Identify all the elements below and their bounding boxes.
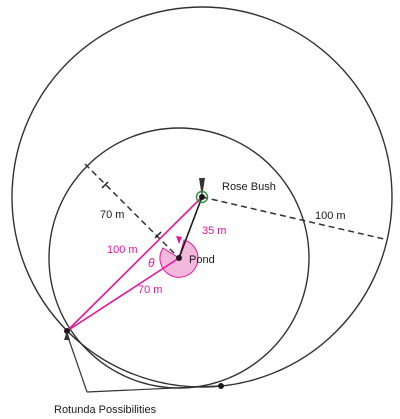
rotunda-pointer-arrow-icon (64, 331, 70, 340)
rotunda-pointer-2 (86, 385, 219, 393)
segment-rotunda-pond (66, 257, 180, 332)
pond-point (176, 255, 182, 261)
label-rotunda: Rotunda Possibilities (54, 404, 157, 416)
label-radius-70m: 70 m (100, 209, 124, 221)
tick-mark (154, 231, 162, 239)
label-100m-pink: 100 m (107, 244, 138, 256)
large-radius-dashed (201, 196, 385, 240)
label-radius-100m: 100 m (315, 210, 346, 222)
rose-bush-point (199, 194, 205, 200)
angle-arrow-icon (176, 236, 182, 244)
segment-rotunda-rose (66, 196, 203, 332)
rose-bush-ring (195, 190, 209, 204)
label-35m: 35 m (202, 225, 226, 237)
tick-mark (101, 181, 109, 189)
label-pond: Pond (189, 254, 215, 266)
rose-bush-arrow-icon (199, 178, 205, 197)
label-70m-pink: 70 m (138, 284, 162, 296)
rotunda-pointer-1 (66, 333, 88, 393)
label-rose-bush: Rose Bush (222, 181, 276, 193)
rotunda-point-2 (218, 383, 224, 389)
segment-pond-rose (178, 196, 203, 259)
small-radius-dashed (84, 163, 180, 259)
label-theta: θ (148, 256, 155, 270)
